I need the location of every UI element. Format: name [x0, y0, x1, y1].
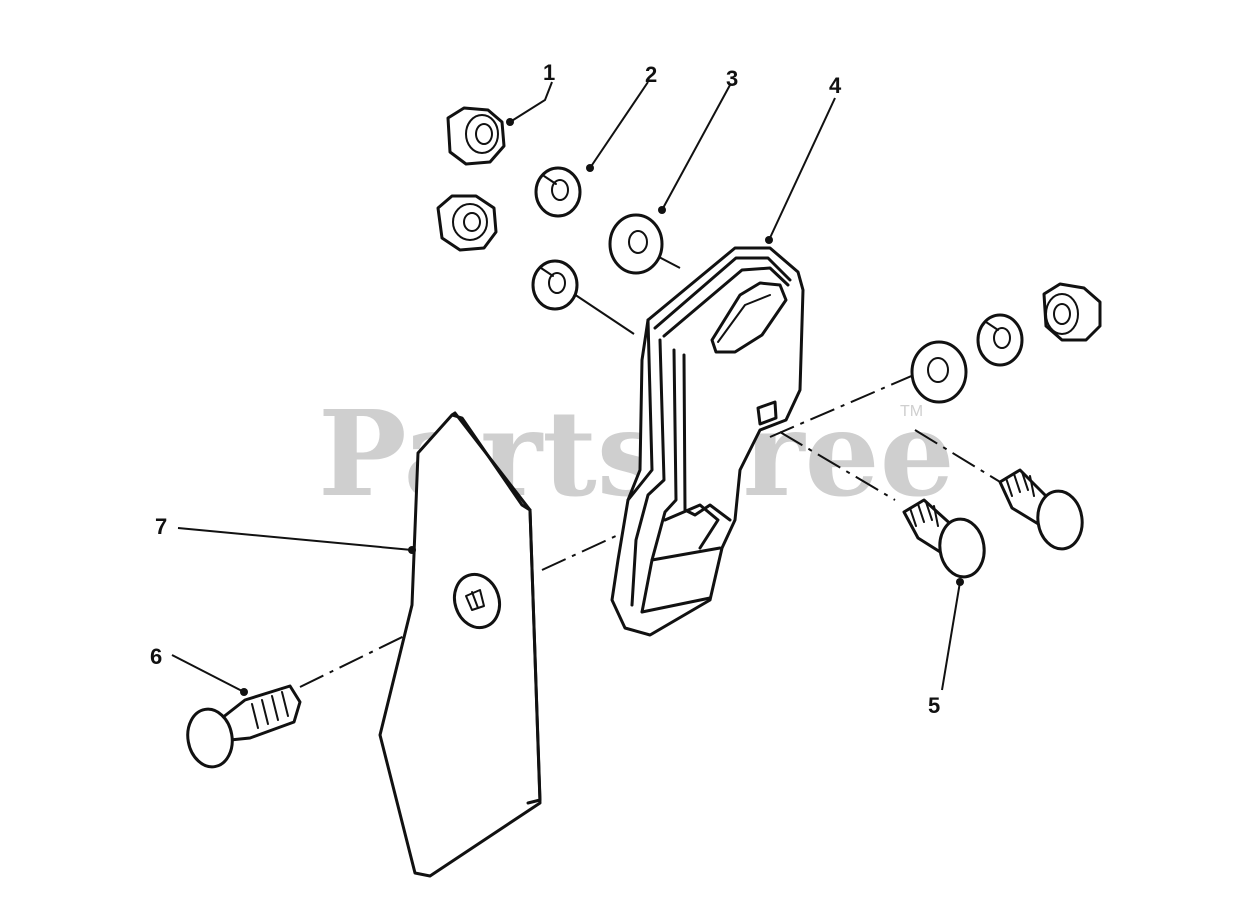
part-2-lock-washer-lower: [531, 259, 579, 311]
callout-7: 7: [155, 514, 167, 539]
part-5-carriage-bolt-upper: [998, 468, 1084, 551]
part-5-carriage-bolt: [902, 498, 986, 579]
part-7-blade: [378, 411, 542, 878]
leader-lines: [171, 81, 964, 696]
part-3-flat-washer: [608, 213, 664, 275]
callout-3: 3: [726, 66, 738, 91]
part-1-hex-nut-right: [1042, 282, 1102, 342]
part-6-carriage-bolt: [186, 684, 302, 769]
callout-5: 5: [928, 693, 940, 718]
part-1-hex-nut-lower: [436, 194, 498, 252]
callout-6: 6: [150, 644, 162, 669]
part-2-lock-washer: [534, 166, 582, 218]
callout-4: 4: [829, 73, 842, 98]
callout-1: 1: [543, 60, 555, 85]
part-2-lock-washer-right: [976, 313, 1024, 367]
watermark-trademark: TM: [900, 403, 923, 420]
part-3-flat-washer-right: [910, 340, 968, 404]
part-1-hex-nut: [446, 106, 506, 166]
part-4-bracket: [610, 246, 805, 637]
callout-2: 2: [645, 62, 657, 87]
